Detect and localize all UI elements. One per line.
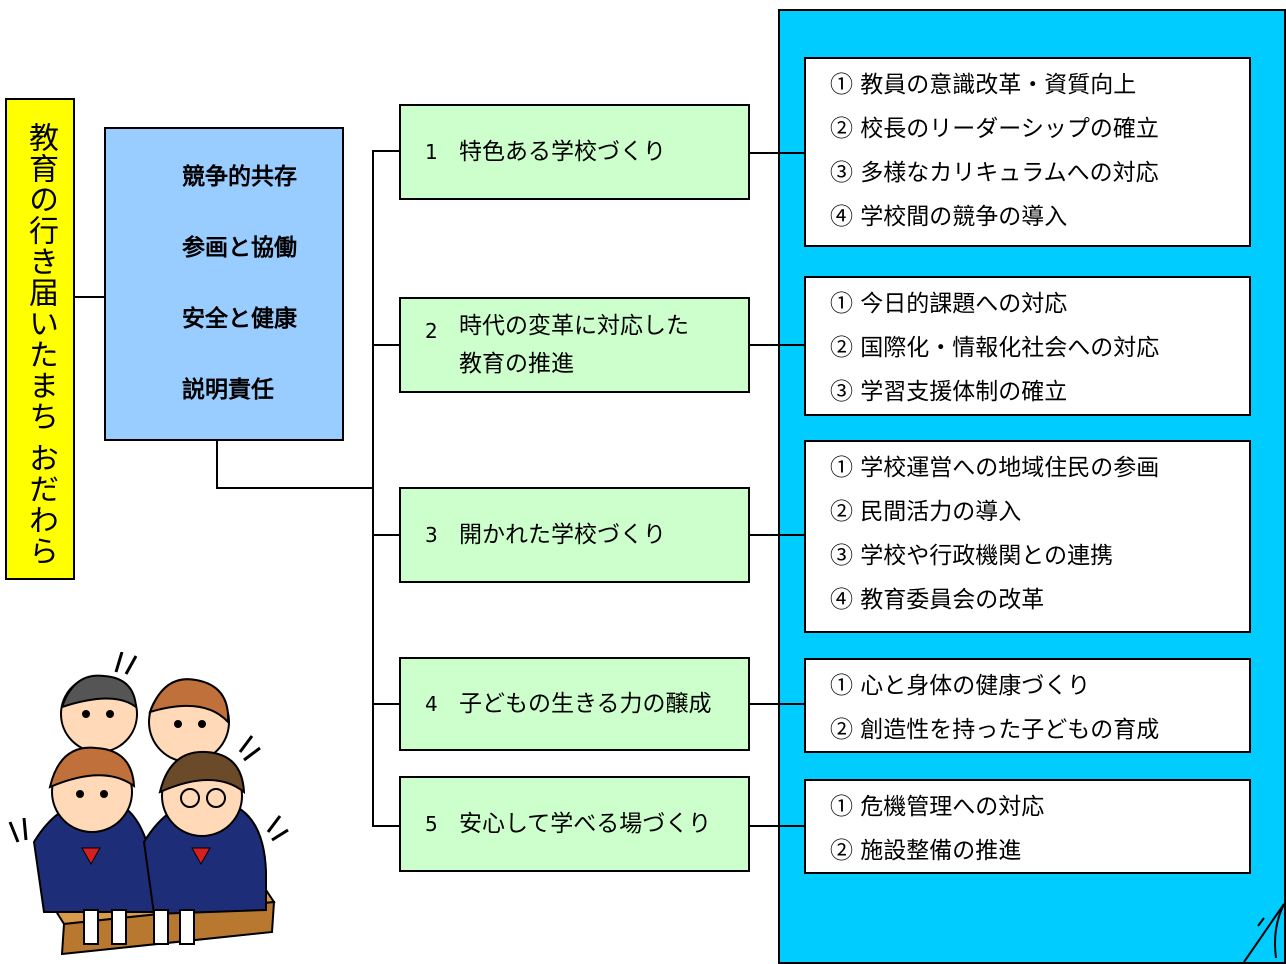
item: ② 国際化・情報化社会への対応 [830, 335, 1160, 361]
goal-number: 1 [425, 140, 438, 164]
goal-box-5: 5 安心して学べる場づくり [399, 776, 750, 872]
item: ① 学校運営への地域住民の参画 [830, 455, 1160, 481]
item: ② 校長のリーダーシップの確立 [830, 116, 1159, 142]
children-illustration [8, 652, 289, 956]
item: ② 施設整備の推進 [830, 838, 1022, 864]
item-connector [750, 534, 805, 536]
goal-number: 2 [425, 319, 438, 343]
item-connector [750, 825, 805, 827]
item-connector [750, 152, 805, 154]
branch-3 [372, 534, 400, 536]
branch-1 [372, 150, 400, 152]
item-connector [750, 344, 805, 346]
principle-1: 競争的共存 [182, 164, 297, 190]
principle-4: 説明責任 [182, 377, 274, 403]
item-connector [750, 703, 805, 705]
main-title-box: 教育の行き届いたまち おだわら [5, 98, 75, 580]
item: ② 民間活力の導入 [830, 499, 1022, 525]
goal-number: 5 [425, 812, 438, 836]
goal-number: 4 [425, 692, 438, 716]
item: ① 今日的課題への対応 [830, 291, 1068, 317]
items-box-1: ① 教員の意識改革・資質向上 ② 校長のリーダーシップの確立 ③ 多様なカリキュ… [804, 57, 1251, 247]
item: ① 教員の意識改革・資質向上 [830, 72, 1137, 98]
goal-label: 特色ある学校づくり [459, 139, 666, 165]
branch-4 [372, 703, 400, 705]
item: ① 心と身体の健康づくり [830, 673, 1091, 699]
item: ③ 学校や行政機関との連携 [830, 543, 1114, 569]
goal-box-4: 4 子どもの生きる力の醸成 [399, 657, 750, 751]
goal-label: 安心して学べる場づくり [459, 811, 712, 837]
connector [75, 296, 105, 298]
items-box-2: ① 今日的課題への対応 ② 国際化・情報化社会への対応 ③ 学習支援体制の確立 [804, 276, 1251, 416]
items-box-4: ① 心と身体の健康づくり ② 創造性を持った子どもの育成 [804, 658, 1251, 753]
connector [216, 441, 218, 489]
main-title: 教育の行き届いたまち おだわら [23, 122, 58, 567]
items-box-5: ① 危機管理への対応 ② 施設整備の推進 [804, 779, 1251, 874]
item: ② 創造性を持った子どもの育成 [830, 717, 1160, 743]
principle-2: 参画と協働 [182, 235, 297, 261]
item: ① 危機管理への対応 [830, 794, 1045, 820]
goal-box-2: 2 時代の変革に対応した 教育の推進 [399, 297, 750, 393]
principles-box: 競争的共存 参画と協働 安全と健康 説明責任 [104, 127, 344, 441]
items-box-3: ① 学校運営への地域住民の参画 ② 民間活力の導入 ③ 学校や行政機関との連携 … [804, 440, 1251, 633]
item: ③ 学習支援体制の確立 [830, 379, 1068, 405]
item: ④ 学校間の競争の導入 [830, 204, 1068, 230]
connector [216, 487, 374, 489]
principle-3: 安全と健康 [182, 306, 297, 332]
goal-label: 開かれた学校づくり [459, 522, 666, 548]
goal-number: 3 [425, 523, 438, 547]
goal-box-3: 3 開かれた学校づくり [399, 487, 750, 583]
goal-label: 子どもの生きる力の醸成 [459, 691, 712, 717]
page-curl-icon [1243, 903, 1285, 963]
trunk-line [372, 150, 374, 826]
item: ③ 多様なカリキュラムへの対応 [830, 160, 1159, 186]
goal-box-1: 1 特色ある学校づくり [399, 104, 750, 200]
item: ④ 教育委員会の改革 [830, 587, 1045, 613]
goal-label: 時代の変革に対応した 教育の推進 [459, 313, 689, 377]
branch-5 [372, 825, 400, 827]
branch-2 [372, 344, 400, 346]
